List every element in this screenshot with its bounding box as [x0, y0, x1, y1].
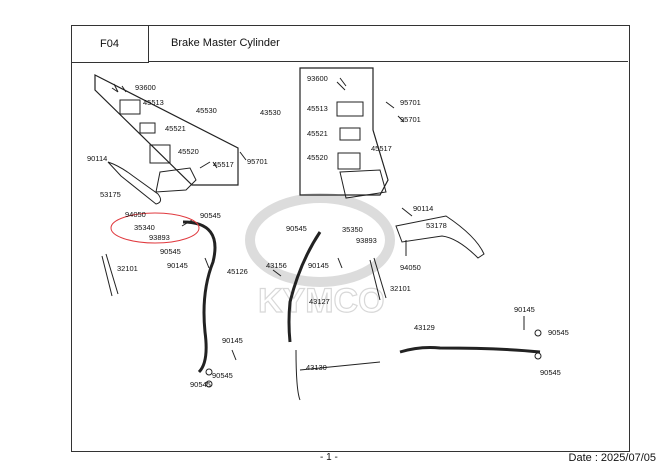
part-95701-right-a: 95701 [400, 98, 421, 107]
part-93600-right: 93600 [307, 74, 328, 83]
washer-c [534, 329, 542, 337]
part-93893-left: 93893 [149, 233, 170, 242]
highlight-callout [110, 212, 200, 244]
brake-line-43130 [295, 349, 381, 401]
kymco-watermark: KYMCO [245, 193, 395, 321]
right-assembly-outline [299, 67, 389, 196]
part-53175: 53175 [100, 190, 121, 199]
part-93600-left: 93600 [135, 83, 156, 92]
part-35350: 35350 [342, 225, 363, 234]
right-lever [395, 207, 485, 259]
right-plate [339, 127, 361, 141]
watermark-text: KYMCO [258, 282, 385, 320]
brake-hose-43129 [399, 346, 541, 354]
part-90545-b: 90545 [160, 247, 181, 256]
banjo-left [181, 219, 193, 227]
part-90145-d: 90145 [514, 305, 535, 314]
part-94050-right: 94050 [400, 263, 421, 272]
part-43130: 43130 [306, 363, 327, 372]
diagram-frame [71, 25, 630, 452]
part-90545-a: 90545 [200, 211, 221, 220]
right-diaphragm [337, 152, 361, 170]
lower-bolt-90145 [231, 349, 237, 361]
right-hose [287, 231, 322, 343]
left-plate [139, 122, 156, 134]
left-body [155, 167, 197, 193]
left-screws [111, 83, 127, 93]
part-95701-right-b: 95701 [400, 115, 421, 124]
right-screws-b [385, 101, 405, 123]
part-35340: 35340 [134, 223, 155, 232]
part-45126: 45126 [227, 267, 248, 276]
right-bolt-90145 [337, 257, 343, 269]
part-43156: 43156 [266, 261, 287, 270]
left-lever [107, 161, 162, 205]
left-diaphragm [149, 144, 171, 164]
part-45517-left: 45517 [213, 160, 234, 169]
part-45521-left: 45521 [165, 124, 186, 133]
section-code: F04 [71, 25, 149, 63]
part-45513-right: 45513 [307, 104, 328, 113]
washer-b [205, 380, 213, 388]
part-90114-left: 90114 [87, 154, 107, 163]
part-95701-left: 95701 [247, 157, 268, 166]
part-90114-right: 90114 [413, 204, 433, 213]
part-93893-right: 93893 [356, 236, 377, 245]
part-90145-c: 90145 [308, 261, 329, 270]
part-32101-right: 32101 [390, 284, 411, 293]
part-45513-left: 45513 [143, 98, 164, 107]
right-clamp-32101 [369, 257, 387, 301]
left-clamp-32101 [101, 253, 119, 297]
washer-a [205, 368, 213, 376]
page-number: - 1 - [320, 452, 338, 463]
part-90145-a: 90145 [167, 261, 188, 270]
left-screw-b [199, 161, 218, 169]
part-45517-right: 45517 [371, 144, 392, 153]
part-90545-f: 90545 [548, 328, 569, 337]
part-90545-d: 90545 [190, 380, 211, 389]
page-title: Brake Master Cylinder [149, 25, 628, 62]
part-45520-right: 45520 [307, 153, 328, 162]
left-assembly-outline [94, 74, 239, 186]
part-94050-left: 94050 [125, 210, 146, 219]
part-90145-b: 90145 [222, 336, 243, 345]
print-date: Date : 2025/07/05 [568, 452, 656, 464]
part-90545-c: 90545 [212, 371, 233, 380]
part-45521-right: 45521 [307, 129, 328, 138]
right-cover [336, 101, 364, 117]
part-32101-left: 32101 [117, 264, 138, 273]
right-screws [336, 77, 347, 91]
left-screw-c [239, 151, 247, 161]
left-hose [182, 220, 217, 374]
part-53178: 53178 [426, 221, 447, 230]
part-90545-e: 90545 [286, 224, 307, 233]
part-45530: 45530 [196, 106, 217, 115]
clamp-43156 [272, 269, 282, 277]
part-45520-left: 45520 [178, 147, 199, 156]
left-cover [119, 99, 141, 115]
part-43127: 43127 [309, 297, 330, 306]
right-body [339, 169, 387, 199]
part-90545-g: 90545 [540, 368, 561, 377]
washer-d [534, 352, 542, 360]
part-43530: 43530 [260, 108, 281, 117]
left-bolt-90145 [204, 257, 210, 269]
part-43129: 43129 [414, 323, 435, 332]
